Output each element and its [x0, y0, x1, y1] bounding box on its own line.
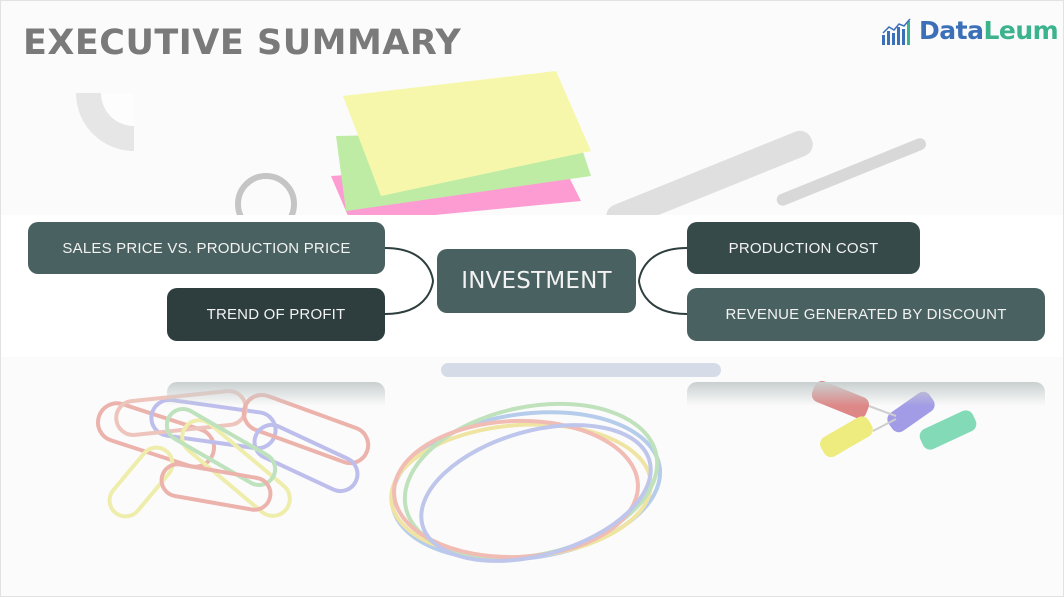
node-sales-price-vs-production-price: SALES PRICE VS. PRODUCTION PRICE [28, 222, 385, 274]
node-production-cost: PRODUCTION COST [687, 222, 920, 274]
rubber-bands-image [389, 401, 663, 563]
dataleum-logo: DataLeum [881, 15, 1059, 49]
node-revenue-generated-by-discount: REVENUE GENERATED BY DISCOUNT [687, 288, 1045, 341]
node-investment-center: INVESTMENT [437, 249, 636, 313]
bar-chart-logo-icon [882, 18, 911, 45]
sticky-notes-image [331, 71, 591, 223]
reflection-trend-of-profit [167, 382, 385, 406]
logo-text-leum: Leum [983, 16, 1059, 45]
paper-clips-image [96, 388, 371, 519]
slide-title: EXECUTIVE SUMMARY [23, 23, 462, 63]
node-trend-of-profit: TREND OF PROFIT [167, 288, 385, 341]
logo-text-data: Data [919, 16, 984, 45]
reflection-revenue-generated [687, 382, 1045, 406]
pens-image [441, 130, 926, 377]
